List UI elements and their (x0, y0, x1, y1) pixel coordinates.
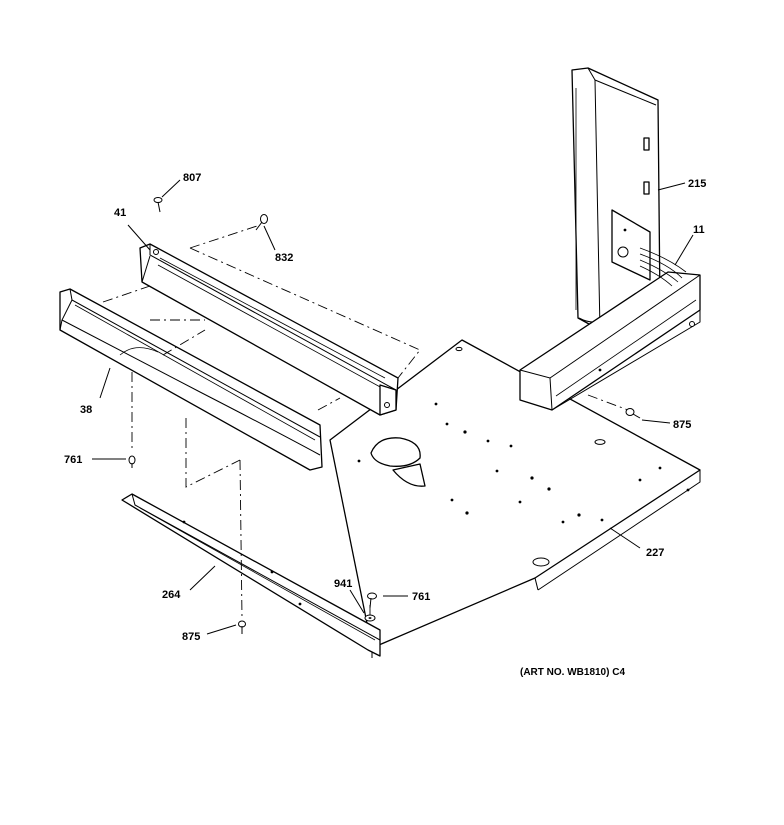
screw-875-bottom (238, 620, 246, 634)
callout-38: 38 (80, 404, 92, 416)
screw-761-left (128, 455, 136, 468)
callout-875-bottom: 875 (182, 631, 200, 643)
callout-807: 807 (183, 172, 201, 184)
leader-lines (92, 179, 694, 635)
side-rail-bracket-11 (519, 247, 701, 411)
callout-832: 832 (275, 252, 293, 264)
callout-761-left: 761 (64, 454, 82, 466)
rear-duct-panel-215 (571, 67, 661, 331)
callout-215: 215 (688, 178, 706, 190)
washer-941 (364, 614, 376, 622)
screw-807 (153, 197, 163, 213)
art-number: (ART NO. WB1810) C4 (520, 667, 625, 678)
callout-875-right: 875 (673, 419, 691, 431)
callout-264: 264 (162, 589, 181, 601)
control-channel-41 (139, 243, 399, 416)
callout-941: 941 (334, 578, 352, 590)
control-panel-38 (59, 288, 323, 471)
callout-227: 227 (646, 547, 664, 559)
trim-strip-264 (121, 493, 381, 657)
screw-875-right (625, 408, 641, 419)
wire-harness (639, 247, 687, 287)
callout-41: 41 (114, 207, 126, 219)
screw-832 (255, 214, 268, 231)
screw-761-right (367, 592, 377, 609)
callout-761-right: 761 (412, 591, 430, 603)
callout-labels: 807 41 832 215 11 38 875 761 227 941 761… (64, 172, 706, 678)
base-plate-227 (329, 339, 701, 658)
assembly-lines (102, 224, 629, 625)
callout-11: 11 (693, 224, 705, 236)
